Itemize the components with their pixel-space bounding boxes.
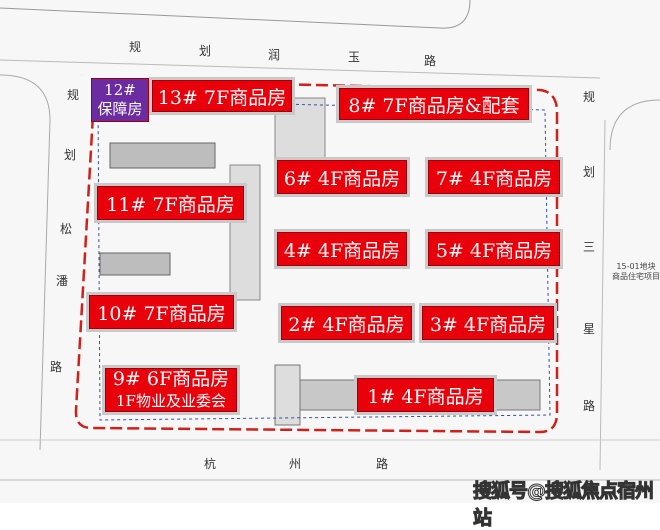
road-bottom-char: 路 [376,457,389,471]
road-bottom-char: 杭 [204,457,217,471]
building-7[interactable]: 7# 4F商品房 [428,160,560,194]
watermark: 搜狐号@搜狐焦点宿州站 [473,480,655,530]
road-right-char: 星 [583,322,596,336]
building-3[interactable]: 3# 4F商品房 [422,306,554,340]
road-bottom-char: 州 [289,457,302,471]
road-left-char: 潘 [56,274,69,288]
road-left-char: 规 [67,88,80,102]
building-2[interactable]: 2# 4F商品房 [281,306,412,340]
building-10[interactable]: 10# 7F商品房 [89,295,234,329]
building-label: 保障房 [97,100,143,118]
road-top-char: 路 [424,54,437,68]
road-left-char: 划 [64,148,77,162]
road-right-char: 三 [583,240,596,254]
road-right-char: 路 [583,399,596,413]
building-label: 12# [104,81,136,99]
building-12[interactable]: 12#保障房 [91,78,149,122]
neighbor-plot-label: 15-01地块商品住宅项目 [612,262,660,282]
building-8[interactable]: 8# 7F商品房&配套 [339,88,529,120]
road-left-char: 路 [50,360,63,374]
neighbor-line2: 商品住宅项目 [612,272,660,281]
road-top-char: 玉 [348,50,361,64]
road-top-char: 划 [199,44,212,58]
neighbor-line1: 15-01地块 [616,262,656,271]
building-sublabel: 1F物业及业委会 [116,392,226,410]
building-4[interactable]: 4# 4F商品房 [277,232,407,266]
building-11[interactable]: 11# 7F商品房 [97,186,244,220]
road-top-char: 润 [268,48,281,62]
road-right-char: 划 [583,165,596,179]
road-right-char: 规 [583,90,596,104]
road-top-char: 规 [129,40,142,54]
building-6[interactable]: 6# 4F商品房 [277,160,407,194]
road-left-char: 松 [60,222,73,236]
building-label: 9# 6F商品房 [112,368,230,390]
building-13[interactable]: 13# 7F商品房 [152,80,292,112]
building-1[interactable]: 1# 4F商品房 [357,378,494,412]
site-boundary [74,78,559,434]
building-5[interactable]: 5# 4F商品房 [428,232,560,266]
building-9[interactable]: 9# 6F商品房 1F物业及业委会 [105,368,237,412]
